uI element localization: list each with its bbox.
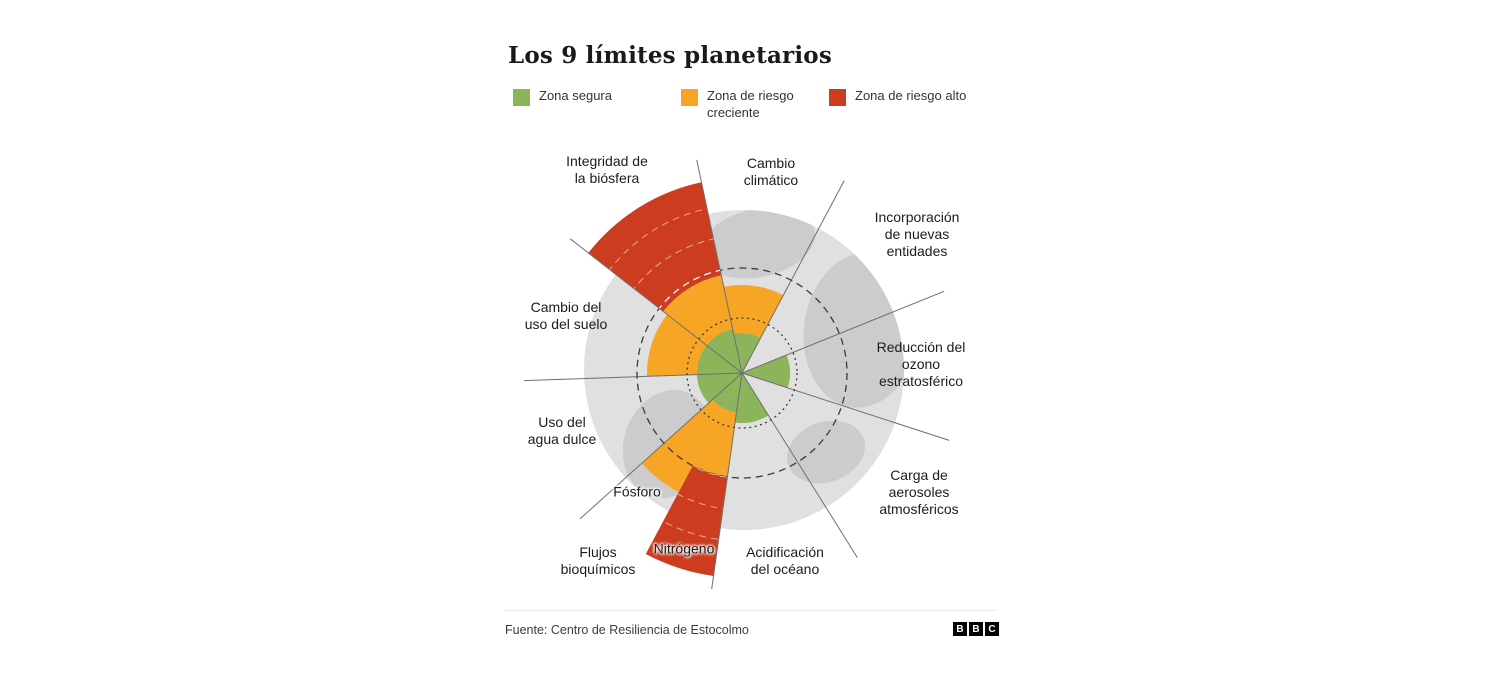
safe-zone-swatch-icon [513,89,530,106]
legend-label-high-risk: Zona de riesgo alto [855,88,967,103]
label-cambio-uso-suelo: Cambio del uso del suelo [524,299,608,332]
legend-item-increasing-risk-zone: Zona de riesgo creciente [681,88,809,122]
bbc-logo-letter-b1: B [953,622,967,636]
source-credit: Fuente: Centro de Resiliencia de Estocol… [505,623,749,637]
bbc-logo: B B C [953,622,999,636]
label-integridad-biosfera: Integridad de la biósfera [566,153,648,186]
label-fosforo: Fósforo [613,483,661,500]
bbc-logo-letter-c: C [985,622,999,636]
label-flujos-bioquimicos: Flujos bioquímicos [560,544,636,577]
label-uso-agua-dulce: Uso del agua dulce [527,414,597,447]
legend-item-high-risk-zone: Zona de riesgo alto [829,88,966,106]
high-risk-swatch-icon [829,89,846,106]
footer-divider [505,610,997,611]
label-incorporacion-nuevas-entidades: Incorporación de nuevas entidades [874,208,960,259]
chart-title: Los 9 límites planetarios [508,42,832,69]
increasing-risk-swatch-icon [681,89,698,106]
label-acidificacion-oceano: Acidificación del océano [746,544,824,577]
bbc-logo-letter-b2: B [969,622,983,636]
label-cambio-climatico: Cambio climático [743,155,799,188]
label-reduccion-ozono: Reducción del ozono estratosférico [876,338,966,389]
legend-label-increasing-risk: Zona de riesgo creciente [707,88,794,120]
label-nitrogeno: Nitrógeno [653,540,715,557]
legend-item-safe-zone: Zona segura [513,88,612,106]
legend-label-safe-zone: Zona segura [539,88,612,103]
label-carga-aerosoles: Carga de aerosoles atmosféricos [879,466,959,517]
